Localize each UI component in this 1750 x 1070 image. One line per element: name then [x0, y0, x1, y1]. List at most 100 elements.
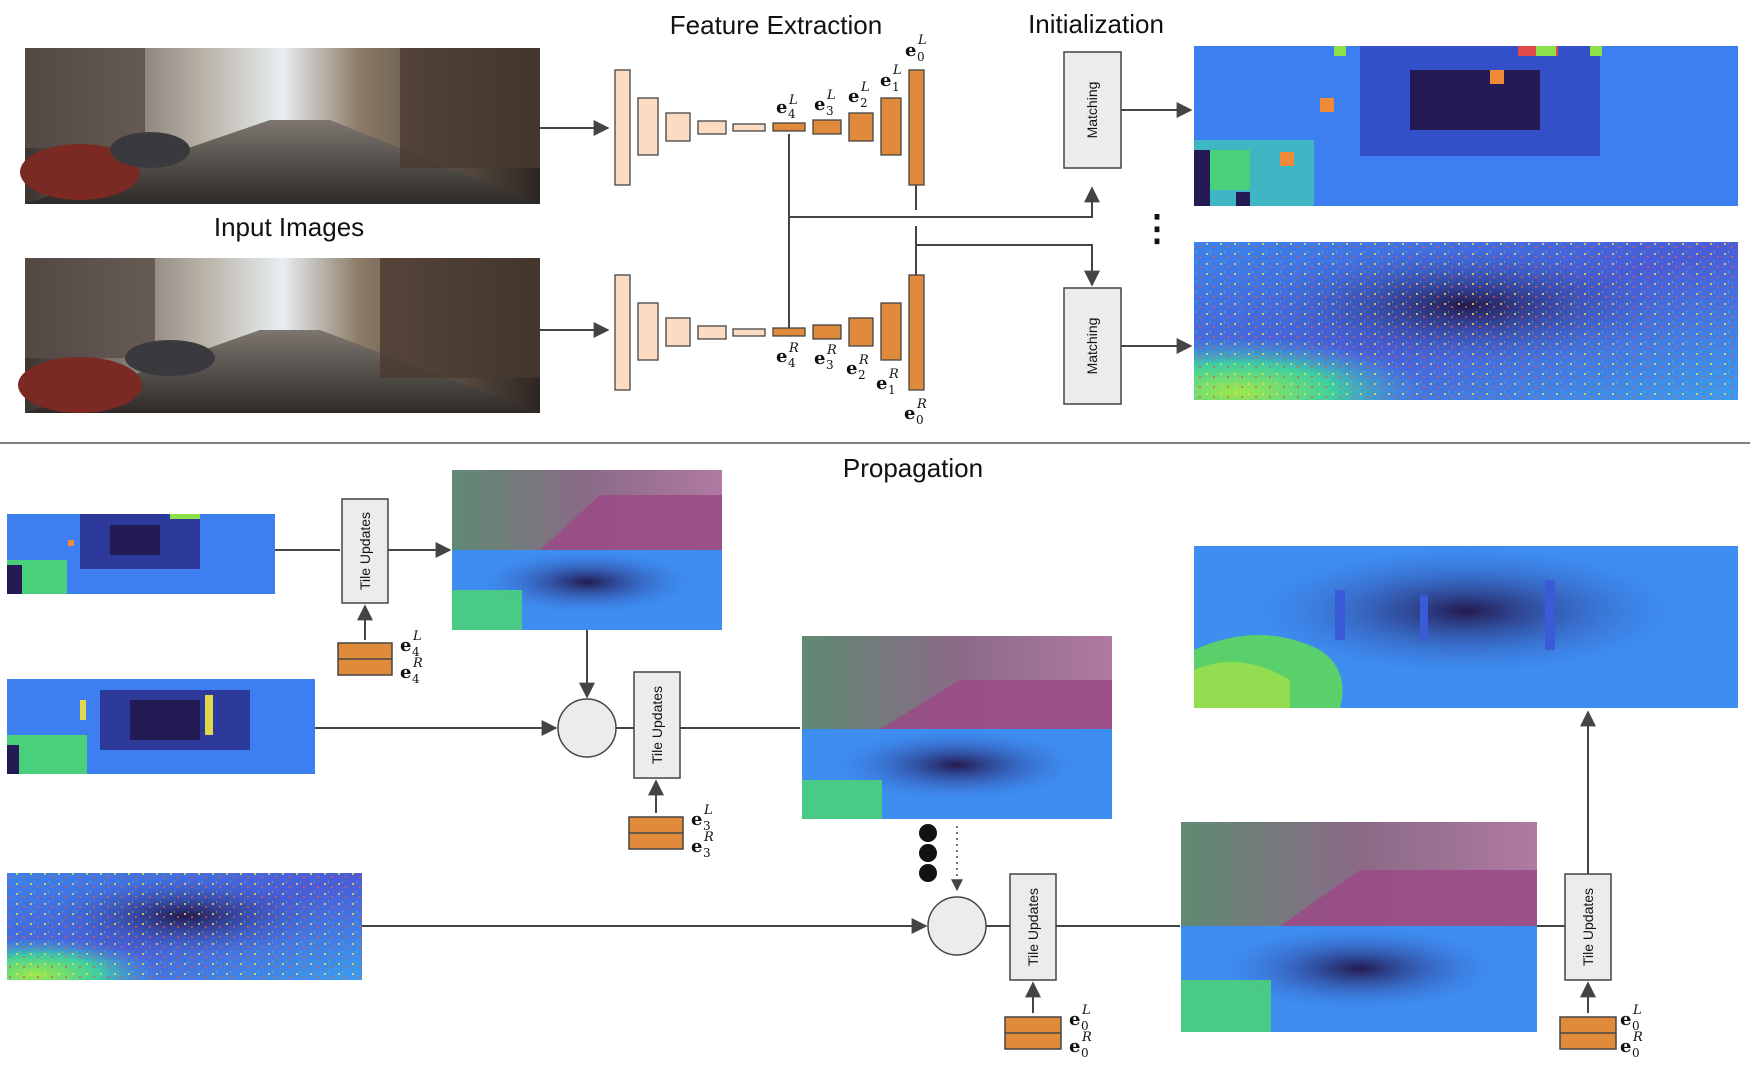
svg-text:e: e	[400, 662, 411, 683]
prop-input-map-3	[7, 873, 362, 980]
svg-text:0: 0	[1632, 1046, 1640, 1060]
svg-text:L: L	[860, 80, 870, 95]
svg-text:L: L	[788, 93, 798, 108]
matching-block-top: Matching	[1063, 51, 1122, 169]
vertical-ellipsis: ⋮	[1139, 207, 1175, 248]
svg-text:e: e	[1069, 1009, 1080, 1030]
svg-text:Tile Updates: Tile Updates	[649, 686, 665, 764]
feature-label-prop-e0R-b: e 0 R	[1620, 1030, 1643, 1060]
final-disparity-map	[1194, 546, 1738, 708]
svg-text:Tile Updates: Tile Updates	[1580, 888, 1596, 966]
svg-text:0: 0	[916, 413, 924, 427]
initialization-title: Initialization	[1028, 9, 1164, 39]
svg-text:R: R	[888, 367, 899, 382]
feature-label-e1L: e 1 L	[880, 63, 902, 94]
svg-text:3: 3	[826, 358, 834, 372]
prop-input-map-2	[7, 679, 315, 774]
svg-text:4: 4	[412, 645, 420, 659]
input-images-title: Input Images	[214, 212, 364, 242]
svg-text:R: R	[412, 656, 423, 671]
tile-output-1	[452, 470, 722, 630]
svg-text:3: 3	[826, 104, 834, 118]
arrow-e0-to-matching-bottom	[916, 244, 1100, 287]
feature-label-prop-e3R: e 3 R	[691, 830, 714, 860]
svg-text:e: e	[905, 40, 916, 61]
feature-label-e1R: e 1 R	[876, 367, 899, 397]
feature-label-prop-e4R: e 4 R	[400, 656, 423, 686]
svg-text:e: e	[1069, 1036, 1080, 1057]
feature-pair-e0-a	[1004, 1016, 1062, 1050]
feature-label-prop-e0L-b: e 0 L	[1620, 1003, 1642, 1033]
svg-text:1: 1	[888, 383, 896, 397]
feature-label-prop-e3L: e 3 L	[691, 803, 713, 833]
feature-pair-e0-b	[1559, 1016, 1617, 1050]
svg-text:3: 3	[703, 846, 711, 860]
svg-text:Matching: Matching	[1084, 318, 1100, 375]
svg-text:e: e	[876, 373, 887, 394]
feature-extraction-title: Feature Extraction	[670, 10, 882, 40]
svg-text:0: 0	[1632, 1019, 1640, 1033]
svg-text:e: e	[400, 635, 411, 656]
left-feature-pyramid	[614, 69, 925, 186]
continuation-dots	[919, 824, 937, 882]
svg-text:2: 2	[858, 368, 866, 382]
tile-output-2	[802, 636, 1112, 819]
svg-text:R: R	[916, 397, 927, 412]
feature-label-e0L: e 0 L	[905, 33, 927, 64]
svg-text:e: e	[880, 70, 891, 91]
svg-text:0: 0	[1081, 1046, 1089, 1060]
tile-updates-block-4: Tile Updates	[1564, 873, 1612, 981]
svg-text:4: 4	[788, 107, 796, 121]
right-feature-pyramid	[614, 274, 925, 391]
svg-text:Matching: Matching	[1084, 82, 1100, 139]
svg-text:e: e	[776, 97, 787, 118]
svg-text:R: R	[703, 830, 714, 845]
input-image-left	[20, 48, 540, 204]
init-map-coarse	[1194, 46, 1738, 206]
svg-text:e: e	[814, 348, 825, 369]
svg-text:e: e	[848, 86, 859, 107]
arrow-e4-to-matching-top	[789, 186, 1100, 218]
feature-label-prop-e4L: e 4 L	[400, 629, 422, 659]
feature-label-e3L: e 3 L	[814, 88, 836, 118]
prop-input-map-1	[7, 514, 275, 594]
feature-label-e2L: e 2 L	[848, 80, 870, 110]
svg-text:L: L	[703, 803, 713, 818]
svg-text:0: 0	[1081, 1019, 1089, 1033]
svg-text:e: e	[1620, 1036, 1631, 1057]
merge-node-2	[927, 896, 987, 956]
tile-updates-block-2: Tile Updates	[633, 671, 681, 779]
matching-block-bottom: Matching	[1063, 287, 1122, 405]
tile-updates-block-3: Tile Updates	[1009, 873, 1057, 981]
svg-text:R: R	[826, 343, 837, 358]
svg-text:e: e	[814, 94, 825, 115]
feature-pair-e4	[337, 642, 393, 676]
svg-text:2: 2	[860, 96, 868, 110]
svg-text:L: L	[892, 63, 902, 78]
tile-output-3	[1181, 822, 1537, 1032]
feature-label-e4L: e 4 L	[776, 93, 798, 121]
feature-label-e4R: e 4 R	[776, 341, 799, 370]
svg-text:R: R	[858, 353, 869, 368]
svg-text:e: e	[904, 403, 915, 424]
svg-text:L: L	[1081, 1003, 1091, 1018]
feature-pair-e3	[628, 816, 684, 850]
svg-text:R: R	[788, 341, 799, 356]
svg-text:R: R	[1632, 1030, 1643, 1045]
svg-text:e: e	[1620, 1009, 1631, 1030]
tile-updates-block-1: Tile Updates	[341, 498, 389, 604]
svg-text:e: e	[691, 836, 702, 857]
svg-text:0: 0	[917, 50, 925, 64]
svg-text:e: e	[776, 346, 787, 367]
svg-text:3: 3	[703, 819, 711, 833]
input-image-right	[18, 258, 540, 413]
feature-label-e3R: e 3 R	[814, 343, 837, 372]
propagation-title: Propagation	[843, 453, 983, 483]
svg-text:L: L	[826, 88, 836, 103]
svg-text:e: e	[691, 809, 702, 830]
svg-text:R: R	[1081, 1030, 1092, 1045]
feature-label-prop-e0L-a: e 0 L	[1069, 1003, 1091, 1033]
feature-label-e2R: e 2 R	[846, 353, 869, 382]
svg-text:L: L	[1632, 1003, 1642, 1018]
